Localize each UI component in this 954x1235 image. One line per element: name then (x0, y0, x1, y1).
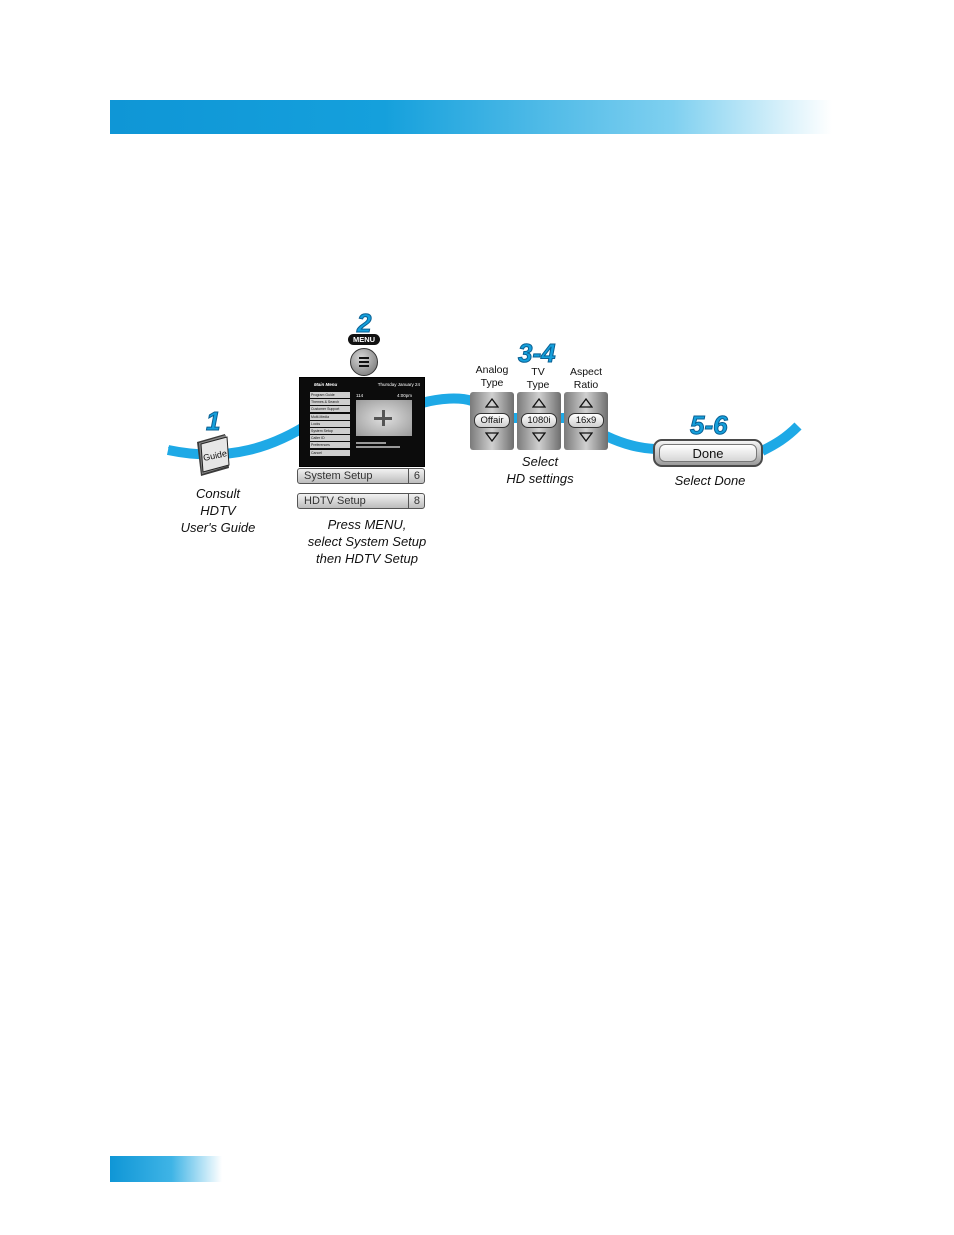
tv-preview-image (356, 400, 412, 436)
step-5-6-number: 5-6 (690, 410, 729, 440)
menu-remote-button[interactable] (350, 348, 378, 376)
hdtv-setup-label: HDTV Setup (304, 495, 366, 507)
step-1-caption: Consult HDTV User's Guide (168, 485, 268, 536)
caption-line: select System Setup (307, 534, 427, 549)
tv-menu-item[interactable]: Locks (310, 420, 350, 427)
tv-menu-item[interactable]: Themes & Search (310, 399, 350, 406)
tv-preview-info (356, 439, 412, 453)
aspect-ratio-value: 16x9 (568, 413, 604, 428)
hdtv-setup-number: 8 (407, 494, 420, 508)
tv-preview-channel: 114 (356, 393, 364, 398)
label-line: Type (480, 377, 504, 389)
down-arrow-icon[interactable] (485, 432, 499, 442)
caption-line: Consult (195, 486, 241, 501)
system-setup-label: System Setup (304, 470, 373, 482)
label-line: Type (526, 379, 550, 391)
tv-menu-item[interactable]: Customer Support (310, 406, 350, 413)
tv-menu-item[interactable]: Preferences (310, 442, 350, 449)
caption-line: HDTV (200, 503, 236, 518)
tv-type-label: TV Type (513, 366, 563, 392)
page-number-bar (110, 1156, 222, 1182)
label-line: TV (531, 366, 545, 378)
menu-lines-icon (359, 357, 369, 367)
step-1-number: 1 (205, 406, 221, 436)
done-button[interactable]: Done (653, 439, 763, 467)
tv-menu-item[interactable]: Caller ID (310, 435, 350, 442)
caption-line: Select (521, 454, 559, 469)
system-setup-number: 6 (407, 469, 420, 483)
done-button-label: Done (659, 444, 757, 462)
down-arrow-icon[interactable] (532, 432, 546, 442)
label-line: Aspect (569, 366, 603, 378)
tv-screen: Main Menu Thursday January 24 Program Gu… (299, 377, 425, 467)
tv-header: Main Menu Thursday January 24 (304, 381, 420, 389)
caption-line: Press MENU, (327, 517, 407, 532)
analog-type-label: Analog Type (467, 364, 517, 390)
menu-button-label: MENU (348, 334, 380, 345)
up-arrow-icon[interactable] (532, 398, 546, 408)
tv-header-title: Main Menu (314, 382, 338, 387)
step-5-6-caption: Select Done (674, 473, 746, 488)
tv-menu-item[interactable]: System Setup (310, 427, 350, 434)
caption-line: then HDTV Setup (316, 551, 418, 566)
hdtv-setup-row[interactable]: HDTV Setup 8 (297, 493, 425, 509)
down-arrow-icon[interactable] (579, 432, 593, 442)
tv-menu-list: Program Guide Themes & Search Customer S… (310, 392, 350, 460)
analog-type-spinner[interactable]: Offair (470, 392, 514, 450)
tv-menu-item[interactable]: Cancel (310, 449, 350, 456)
step-2-caption: Press MENU, select System Setup then HDT… (292, 516, 442, 567)
system-setup-row[interactable]: System Setup 6 (297, 468, 425, 484)
tv-menu-item[interactable]: Multi-Media (310, 413, 350, 420)
tv-preview-header: 114 4:00pm (356, 392, 412, 400)
guide-book-label: Guide (202, 448, 228, 463)
caption-line: User's Guide (180, 520, 256, 535)
step-3-4-caption: Select HD settings (480, 453, 600, 487)
caption-line: HD settings (506, 471, 574, 486)
aspect-ratio-label: Aspect Ratio (561, 366, 611, 392)
tv-menu-item[interactable]: Program Guide (310, 392, 350, 398)
tv-type-spinner[interactable]: 1080i (517, 392, 561, 450)
analog-type-value: Offair (474, 413, 510, 428)
up-arrow-icon[interactable] (579, 398, 593, 408)
up-arrow-icon[interactable] (485, 398, 499, 408)
step-3-4-number: 3-4 (518, 338, 557, 368)
label-line: Ratio (573, 379, 599, 391)
tv-header-date: Thursday January 24 (377, 382, 420, 387)
tv-preview-time: 4:00pm (396, 393, 412, 398)
guide-book-icon: Guide (195, 432, 235, 478)
step-2-number: 2 (356, 308, 372, 338)
aspect-ratio-spinner[interactable]: 16x9 (564, 392, 608, 450)
label-line: Analog (475, 364, 509, 376)
tv-type-value: 1080i (521, 413, 557, 428)
header-bar (110, 100, 832, 134)
